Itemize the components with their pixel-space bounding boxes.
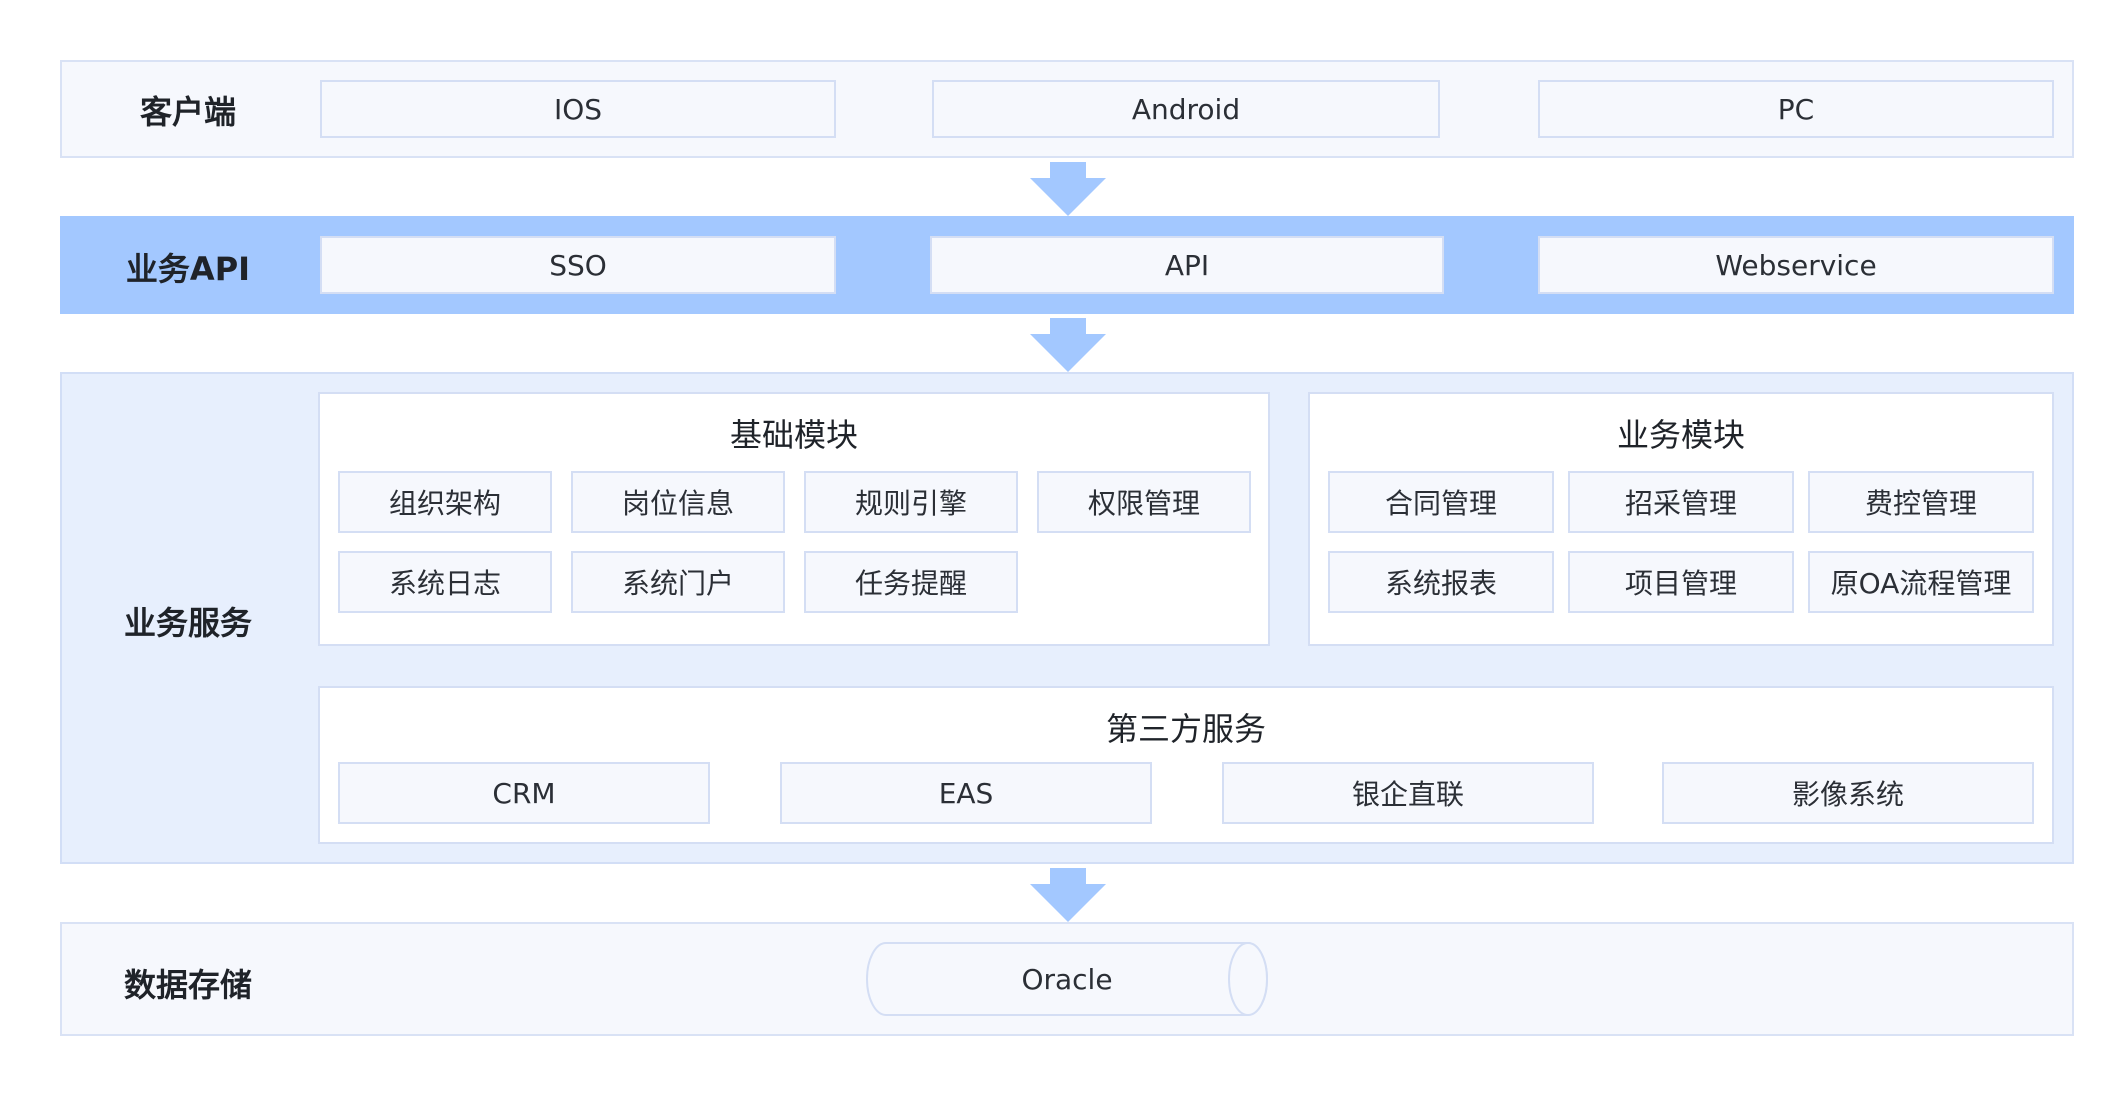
biz-module-item: 原OA流程管理 bbox=[1808, 551, 2034, 613]
base-module-item: 权限管理 bbox=[1037, 471, 1251, 533]
base-module-item: 规则引擎 bbox=[804, 471, 1018, 533]
biz-module-item: 项目管理 bbox=[1568, 551, 1794, 613]
base-module-item: 任务提醒 bbox=[804, 551, 1018, 613]
base-module-item: 岗位信息 bbox=[571, 471, 785, 533]
cylinder-icon bbox=[866, 942, 1268, 1016]
api-layer-label: 业务API bbox=[125, 250, 251, 288]
biz-module-item: 合同管理 bbox=[1328, 471, 1554, 533]
third-party-item: EAS bbox=[780, 762, 1152, 824]
down-arrow-icon bbox=[1030, 162, 1106, 216]
client-box-android: Android bbox=[932, 80, 1440, 138]
api-box-api: API bbox=[930, 236, 1444, 294]
base-module-item: 系统日志 bbox=[338, 551, 552, 613]
client-layer-label: 客户端 bbox=[139, 93, 236, 131]
third-party-item: 影像系统 bbox=[1662, 762, 2034, 824]
database-label: Oracle bbox=[1021, 962, 1113, 996]
base-module-item: 系统门户 bbox=[571, 551, 785, 613]
third-party-item: CRM bbox=[338, 762, 710, 824]
biz-module-title: 业务模块 bbox=[1616, 416, 1745, 454]
base-module-item: 组织架构 bbox=[338, 471, 552, 533]
third-party-title: 第三方服务 bbox=[1105, 710, 1266, 748]
biz-module-item: 系统报表 bbox=[1328, 551, 1554, 613]
third-party-item: 银企直联 bbox=[1222, 762, 1594, 824]
biz-module-item: 招采管理 bbox=[1568, 471, 1794, 533]
api-box-sso: SSO bbox=[320, 236, 836, 294]
api-box-webservice: Webservice bbox=[1538, 236, 2054, 294]
client-box-ios: IOS bbox=[320, 80, 836, 138]
service-layer-label: 业务服务 bbox=[123, 604, 252, 642]
down-arrow-icon bbox=[1030, 318, 1106, 372]
client-box-pc: PC bbox=[1538, 80, 2054, 138]
base-module-title: 基础模块 bbox=[729, 416, 858, 454]
down-arrow-icon bbox=[1030, 868, 1106, 922]
biz-module-item: 费控管理 bbox=[1808, 471, 2034, 533]
storage-layer-label: 数据存储 bbox=[123, 966, 252, 1004]
